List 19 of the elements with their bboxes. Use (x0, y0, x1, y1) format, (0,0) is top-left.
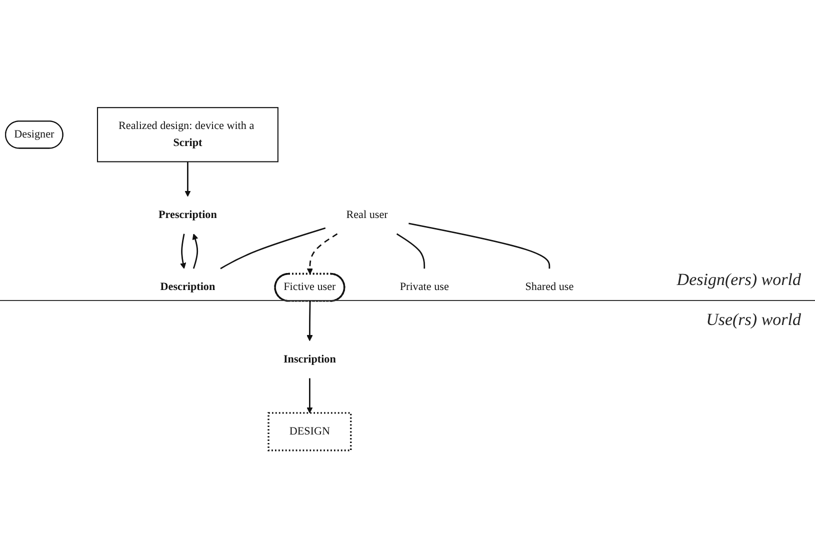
node-text: Inscription (283, 353, 336, 366)
node-box: Realized design: device with a Script (96, 107, 278, 162)
arrow (306, 301, 313, 342)
region-label: Use(rs) world (706, 310, 801, 330)
arrow (192, 234, 198, 269)
node-text: Shared use (525, 281, 574, 293)
node-text: Real user (346, 208, 388, 221)
arrow (306, 378, 313, 414)
arrow (306, 233, 338, 274)
arrow (180, 234, 186, 269)
node-text: Description (160, 281, 216, 293)
connector (396, 233, 426, 269)
node-text: Prescription (158, 208, 217, 221)
node-text: Private use (400, 281, 449, 293)
connector (220, 227, 326, 270)
arrow (184, 162, 191, 197)
node-box: DESIGN (268, 412, 352, 452)
region-label: Design(ers) world (676, 270, 801, 290)
connector (408, 222, 550, 269)
